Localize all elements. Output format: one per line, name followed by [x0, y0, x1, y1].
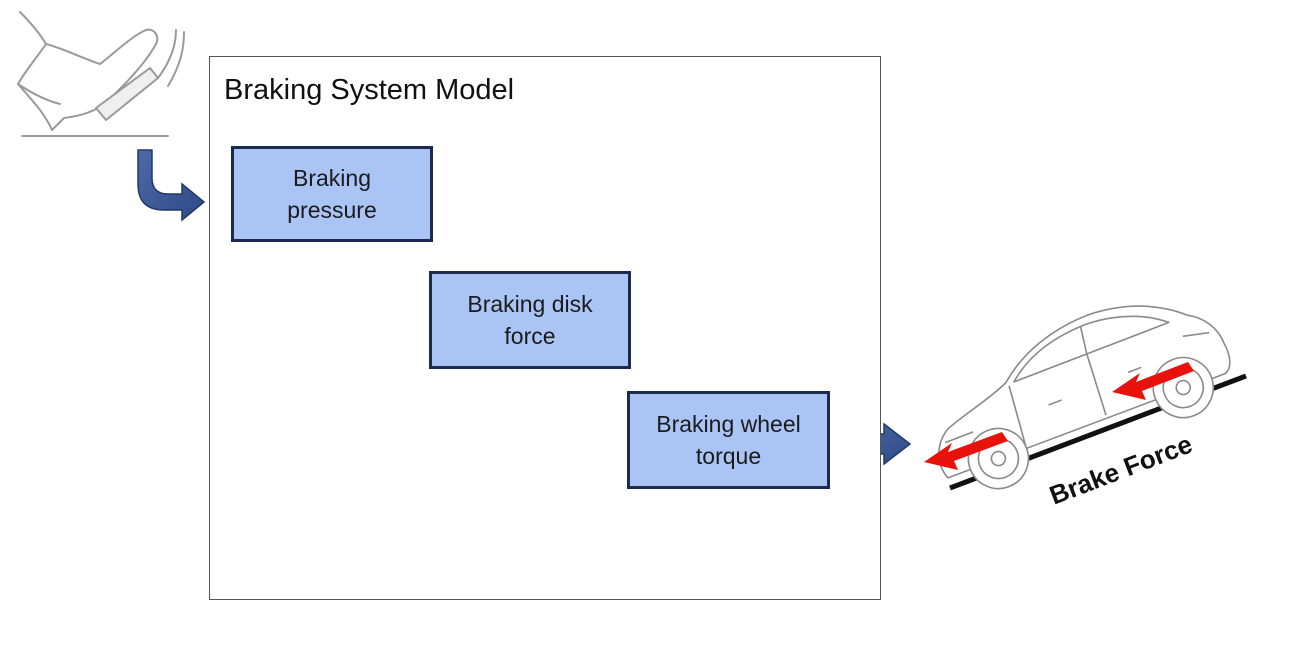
- stage-braking-pressure: Braking pressure: [231, 146, 433, 242]
- stage-braking-disk-force: Braking disk force: [429, 271, 631, 369]
- car-icon: [938, 305, 1231, 490]
- brake-pedal-icon: [17, 11, 185, 137]
- diagram-title: Braking System Model: [224, 74, 515, 106]
- stage-label-line2: torque: [695, 443, 762, 469]
- stage-label-line1: Braking disk: [467, 291, 593, 317]
- stage-label-line2: pressure: [287, 197, 377, 223]
- stage-label-line1: Braking wheel: [656, 411, 801, 437]
- stage-braking-wheel-torque: Braking wheel torque: [627, 391, 830, 489]
- stage-label-line2: force: [504, 323, 556, 349]
- brake-force-arrow-rear: [924, 362, 1194, 470]
- flow-arrow-1: [137, 149, 206, 222]
- stage-label-line1: Braking: [293, 165, 371, 191]
